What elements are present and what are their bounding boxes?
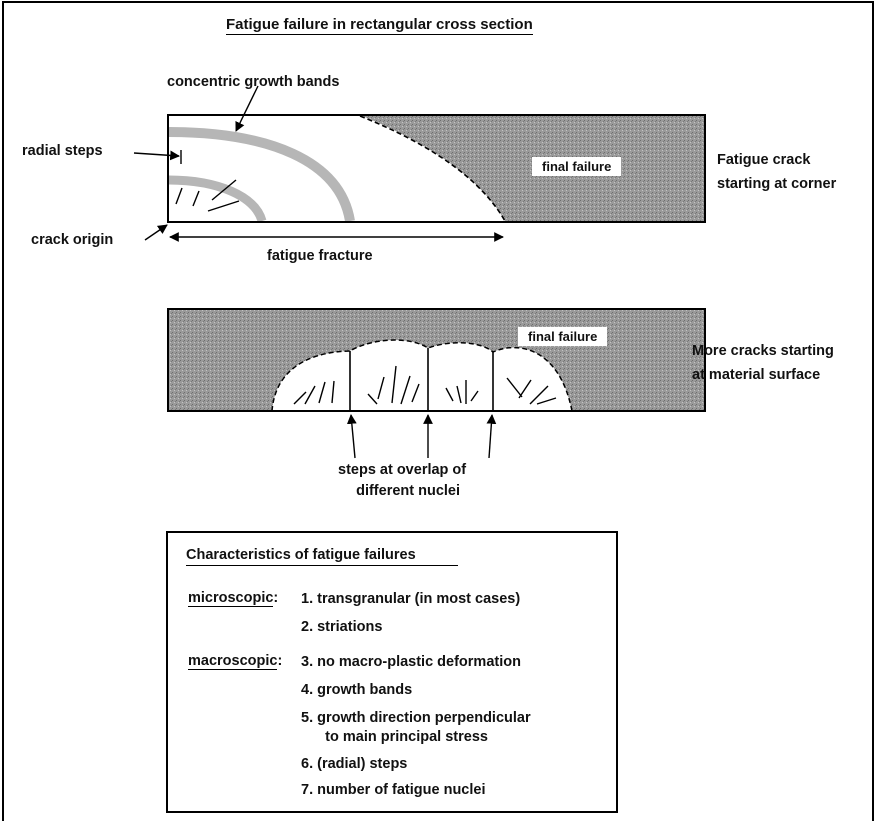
characteristic-item-6: 6. (radial) steps — [301, 756, 408, 772]
characteristic-item-3: 3. no macro-plastic deformation — [301, 654, 521, 670]
macroscopic-heading: macroscopic: — [188, 653, 283, 670]
macroscopic-label: macroscopic — [188, 653, 278, 670]
overlap-steps-caption-line1: steps at overlap of — [338, 462, 467, 478]
page-title: Fatigue failure in rectangular cross sec… — [226, 16, 533, 35]
final-failure-label-middle: final failure — [518, 327, 608, 346]
overlap-step-arrow-1 — [346, 414, 357, 459]
concentric-bands-label: concentric growth bands — [167, 74, 340, 90]
concentric-bands-arrow — [235, 85, 259, 132]
surface-cracks-caption-line1: More cracks starting — [692, 343, 834, 359]
crack-origin-label: crack origin — [31, 232, 114, 248]
characteristic-item-2: 2. striations — [301, 619, 383, 635]
characteristic-item-5: 5. growth direction perpendicular — [301, 710, 531, 726]
characteristics-title: Characteristics of fatigue failures — [186, 547, 458, 566]
macroscopic-colon: : — [277, 653, 283, 669]
radial-step-lines — [175, 150, 240, 212]
microscopic-label: microscopic — [188, 590, 274, 607]
inner-growth-band — [169, 175, 267, 221]
radial-steps-arrow — [133, 150, 180, 161]
radial-steps-label: radial steps — [22, 143, 103, 159]
surface-cracks-caption: More cracks starting at material surface — [692, 339, 834, 387]
overlap-steps-caption: steps at overlap of different nuclei — [338, 460, 466, 502]
corner-crack-caption: Fatigue crack starting at corner — [717, 148, 836, 196]
radial-marks — [293, 365, 557, 405]
crack-origin-arrow — [144, 224, 168, 241]
surface-cracks-caption-line2: at material surface — [692, 367, 821, 383]
multiple-nuclei-region — [272, 340, 572, 411]
outer-growth-band — [169, 127, 355, 221]
corner-crack-specimen — [167, 114, 706, 223]
characteristic-item-4: 4. growth bands — [301, 682, 413, 698]
corner-crack-caption-line2: starting at corner — [717, 176, 837, 192]
overlap-steps-caption-line2: different nuclei — [356, 483, 461, 499]
characteristics-box: Characteristics of fatigue failures micr… — [166, 531, 618, 813]
characteristic-item-5-cont: to main principal stress — [301, 729, 488, 745]
crack-front — [359, 115, 506, 222]
final-failure-label-top: final failure — [532, 157, 622, 176]
fatigue-fracture-label: fatigue fracture — [267, 248, 373, 264]
overlap-step-arrow-3 — [486, 414, 497, 459]
characteristic-item-7: 7. number of fatigue nuclei — [301, 782, 486, 798]
corner-crack-caption-line1: Fatigue crack — [717, 152, 811, 168]
characteristic-item-1: 1. transgranular (in most cases) — [301, 591, 521, 607]
surface-cracks-specimen — [167, 308, 706, 412]
microscopic-colon: : — [273, 590, 279, 606]
microscopic-heading: microscopic: — [188, 590, 279, 607]
